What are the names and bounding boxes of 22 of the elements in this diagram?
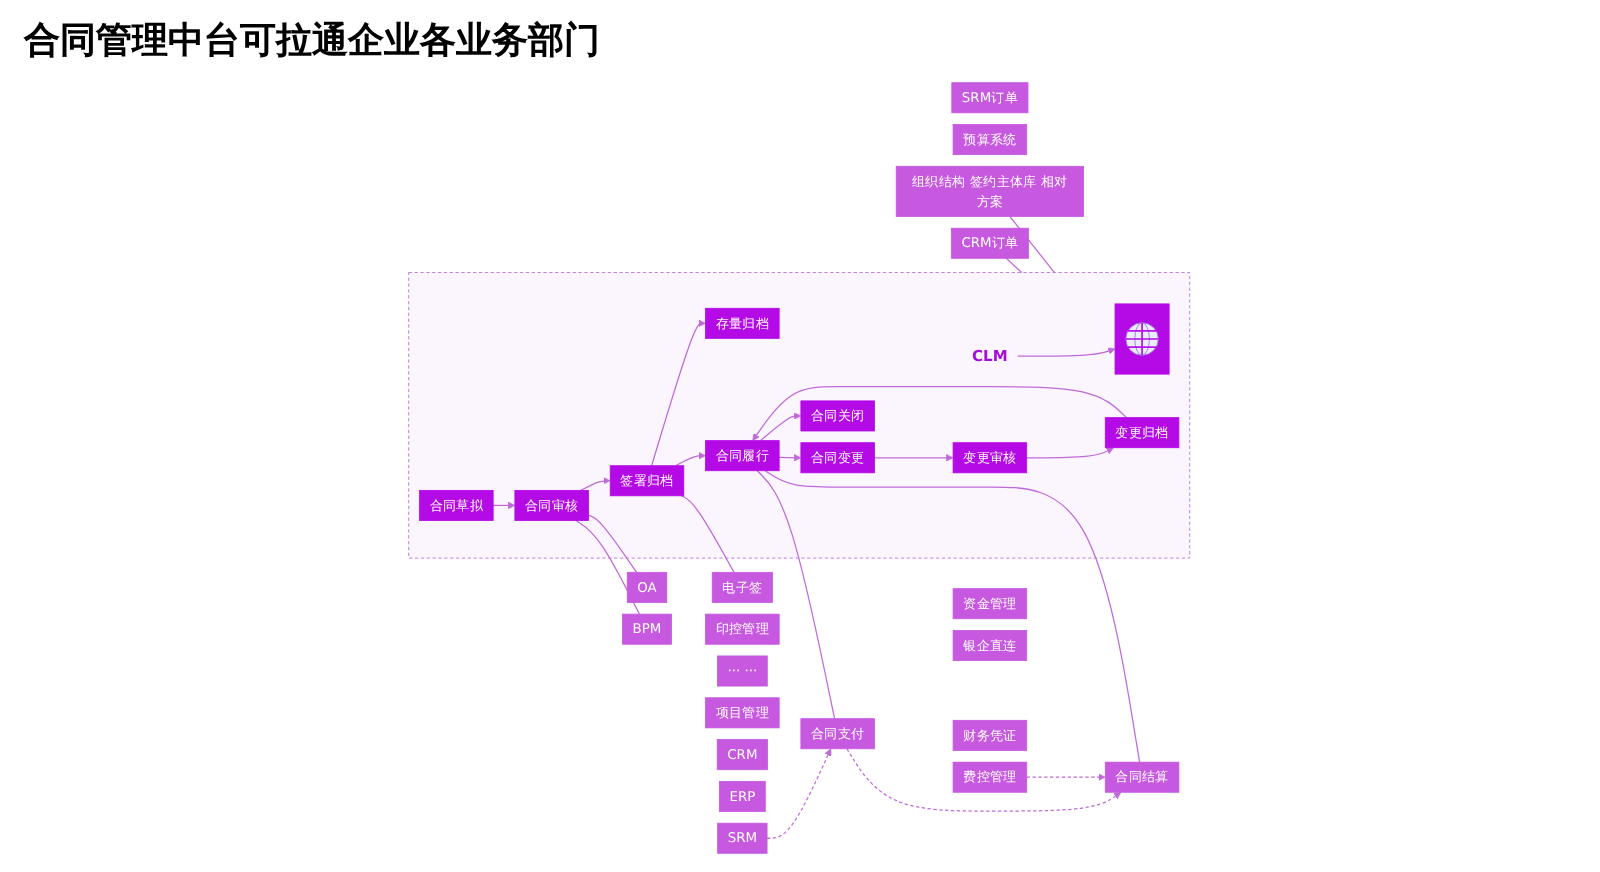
arrow (753, 386, 1128, 441)
node-picture (1115, 303, 1171, 375)
connector (765, 470, 1141, 763)
arrow (874, 454, 955, 462)
connector (757, 470, 836, 720)
connector (1006, 257, 1024, 274)
connector (588, 514, 639, 573)
arrow (651, 319, 707, 467)
arrow (847, 748, 1122, 812)
connector (576, 519, 641, 615)
arrow (760, 412, 802, 442)
cluster (409, 272, 1191, 559)
connector (681, 495, 736, 573)
arrow (767, 748, 833, 839)
arrow (493, 501, 516, 510)
arrow (1017, 347, 1117, 357)
arrow (1026, 773, 1107, 781)
arrow (779, 454, 802, 462)
diagram-title: 合同管理中台可拉通企业各业务部门 (24, 18, 600, 64)
arrow (675, 452, 707, 467)
arrow (1026, 447, 1115, 459)
arrow (580, 477, 612, 491)
